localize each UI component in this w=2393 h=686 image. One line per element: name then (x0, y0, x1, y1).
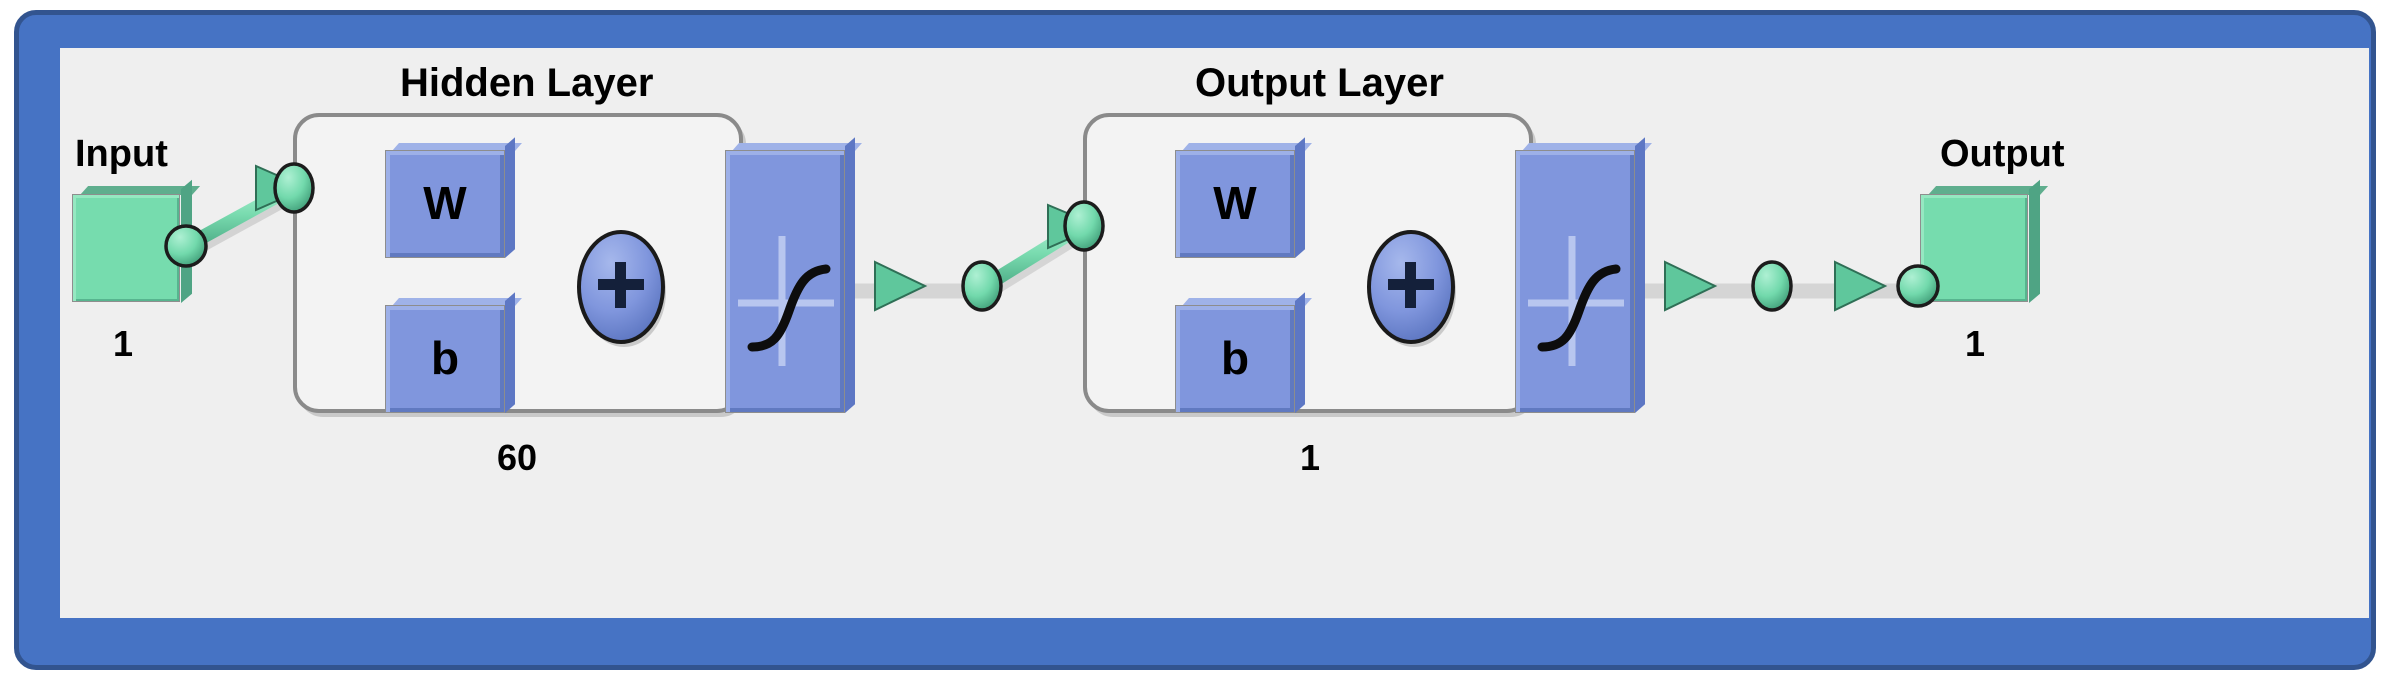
hidden-bias-label: b (430, 332, 460, 384)
hidden-layer-group (293, 113, 743, 413)
hidden-weight-block: W (385, 137, 522, 258)
hidden-weight-label: W (423, 177, 467, 229)
output-bias-block-face: b (1175, 305, 1295, 413)
input-title: Input (75, 133, 168, 175)
output-layer-group (1083, 113, 1533, 413)
output-weight-label: W (1213, 177, 1257, 229)
sigmoid-icon (1528, 236, 1624, 366)
output-transfer-block-side (1635, 137, 1645, 413)
diagram-frame: Hidden Layer Output Layer 60 1 Input 1 W (14, 10, 2376, 670)
hidden-transfer-block-face (725, 150, 845, 413)
output-bias-block: b (1175, 292, 1312, 413)
output-sum-node (1365, 226, 1457, 348)
input-block (72, 179, 201, 306)
hidden-weight-block-face: W (385, 150, 505, 258)
output-weight-block-face: W (1175, 150, 1295, 258)
sigmoid-icon (738, 236, 834, 366)
output-transfer-block-face (1515, 150, 1635, 413)
hidden-layer-output-node (961, 260, 1003, 312)
input-block-face (72, 194, 180, 302)
hidden-layer-size: 60 (497, 437, 538, 478)
output-weight-block: W (1175, 137, 1312, 258)
hidden-bias-block-side (505, 292, 515, 413)
input-size: 1 (113, 323, 134, 364)
output-title: Output (1940, 133, 2065, 175)
output-block-face (1920, 194, 2028, 302)
output-bias-label: b (1220, 332, 1250, 384)
output-block (1920, 179, 2049, 306)
hidden-weight-block-side (505, 137, 515, 258)
hidden-sum-node (575, 226, 667, 348)
output-layer-output-node (1751, 260, 1793, 312)
output-block-side (2029, 179, 2040, 303)
output-size: 1 (1965, 323, 1986, 364)
diagram-canvas: Hidden Layer Output Layer 60 1 Input 1 W (60, 48, 2369, 618)
output-bias-block-side (1295, 292, 1305, 413)
hidden-transfer-block-side (845, 137, 855, 413)
output-transfer-function-block (1515, 137, 1652, 413)
hidden-bias-block: b (385, 292, 522, 413)
output-layer-title: Output Layer (1195, 61, 1444, 105)
output-layer-size: 1 (1300, 437, 1321, 478)
output-weight-block-side (1295, 137, 1305, 258)
hidden-transfer-function-block (725, 137, 862, 413)
input-block-side (181, 179, 192, 303)
hidden-layer-title: Hidden Layer (400, 61, 654, 105)
hidden-bias-block-face: b (385, 305, 505, 413)
